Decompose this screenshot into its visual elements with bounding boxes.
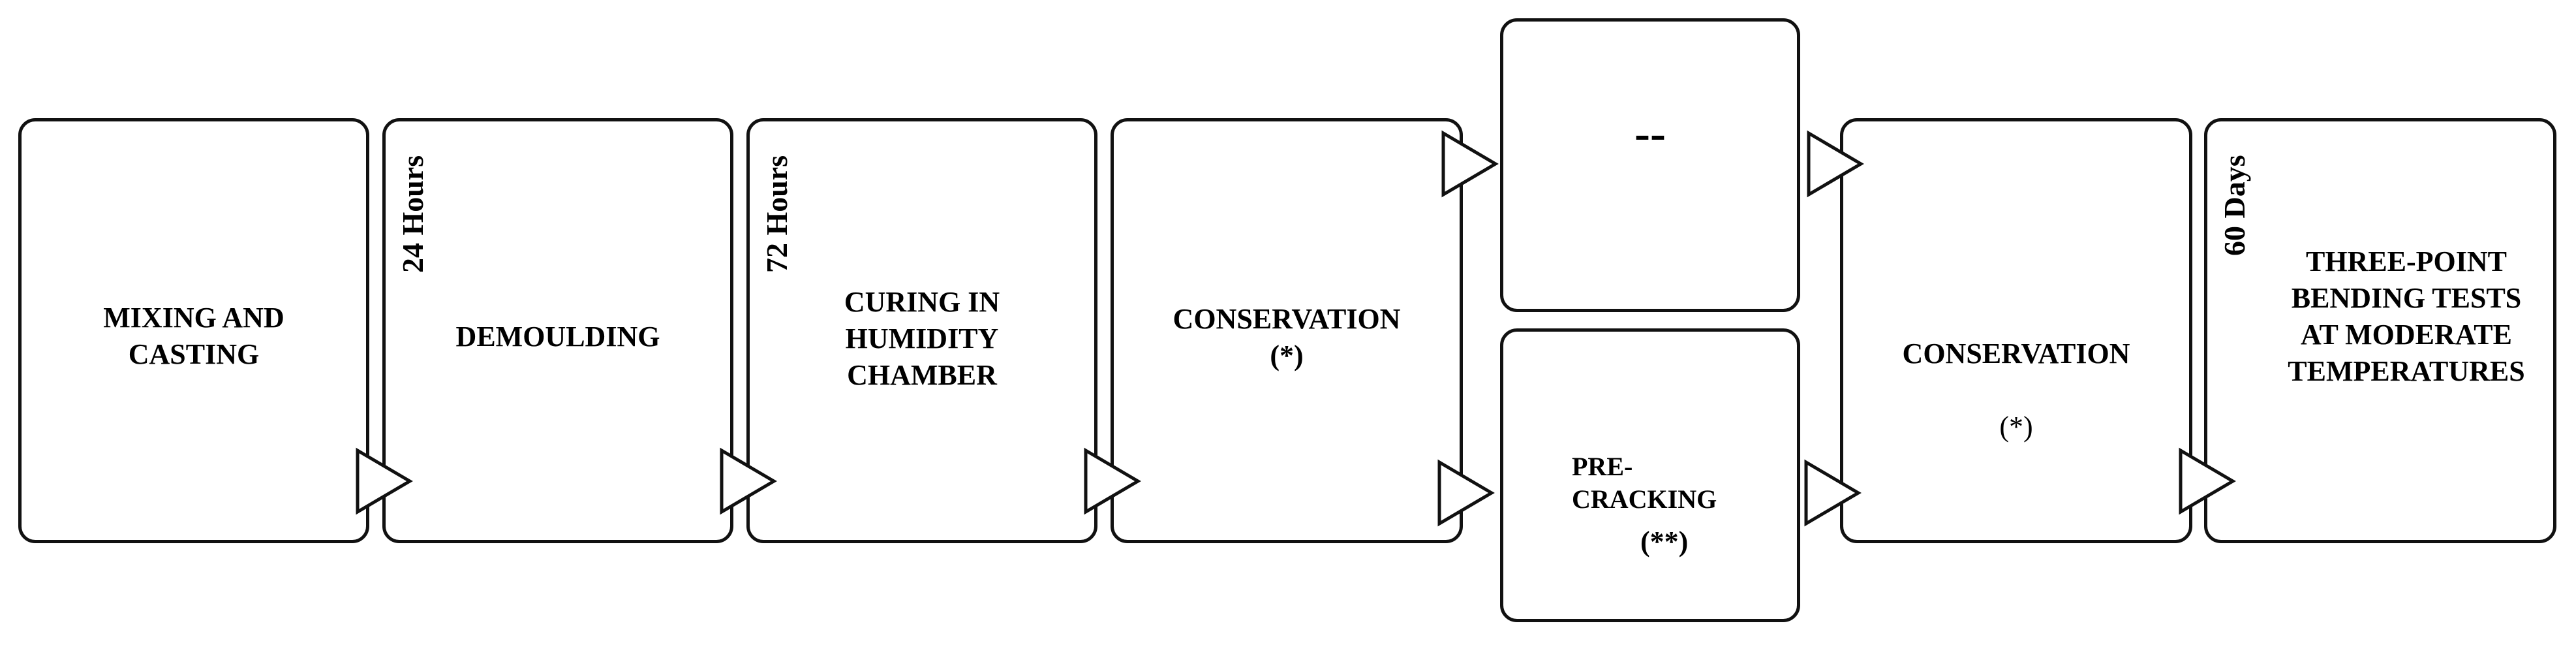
arrow-right-icon [356,447,413,515]
arrow-right-icon [1437,459,1495,527]
arrow-right-icon [1084,447,1141,515]
stage-conservation-second-note: (*) [1999,411,2033,443]
stage-three-point-bending: THREE-POINT BENDING TESTS AT MODERATE TE… [2204,118,2556,543]
stage-curing-label: CURING IN HUMIDITY CHAMBER [844,286,1000,391]
arrow-right-icon [1807,130,1864,198]
branch-precracking-label: PRE- CRACKING [1572,452,1717,514]
stage-conservation-first-label: CONSERVATION (*) [1173,303,1401,371]
arrow-right-icon [1441,130,1499,198]
stage-mixing-label: MIXING AND CASTING [103,302,284,370]
stage-conservation-first: CONSERVATION (*) [1111,118,1463,543]
stage-demoulding-label: DEMOULDING [455,321,660,353]
duration-72-hours: 72 Hours [760,155,793,273]
stage-conservation-second: CONSERVATION (*) [1840,118,2192,543]
stage-mixing-and-casting: MIXING AND CASTING [18,118,369,543]
arrow-right-icon [720,447,777,515]
stage-bending-label: THREE-POINT BENDING TESTS AT MODERATE TE… [2288,245,2525,387]
duration-60-days: 60 Days [2218,155,2251,256]
stage-demoulding: DEMOULDING [382,118,733,543]
stage-curing: CURING IN HUMIDITY CHAMBER [746,118,1097,543]
stage-conservation-second-title: CONSERVATION [1902,338,2130,370]
stage-conservation-second-label: CONSERVATION (*) [1843,299,2189,445]
branch-precracking-note: (**) [1640,526,1689,558]
arrow-right-icon [2179,447,2236,515]
branch-precracking: PRE- CRACKING (**) [1500,328,1800,622]
branch-no-precracking: -- [1500,18,1800,312]
arrow-right-icon [1804,459,1862,527]
duration-24-hours: 24 Hours [396,155,429,273]
branch-dash-label: -- [1634,107,1666,159]
